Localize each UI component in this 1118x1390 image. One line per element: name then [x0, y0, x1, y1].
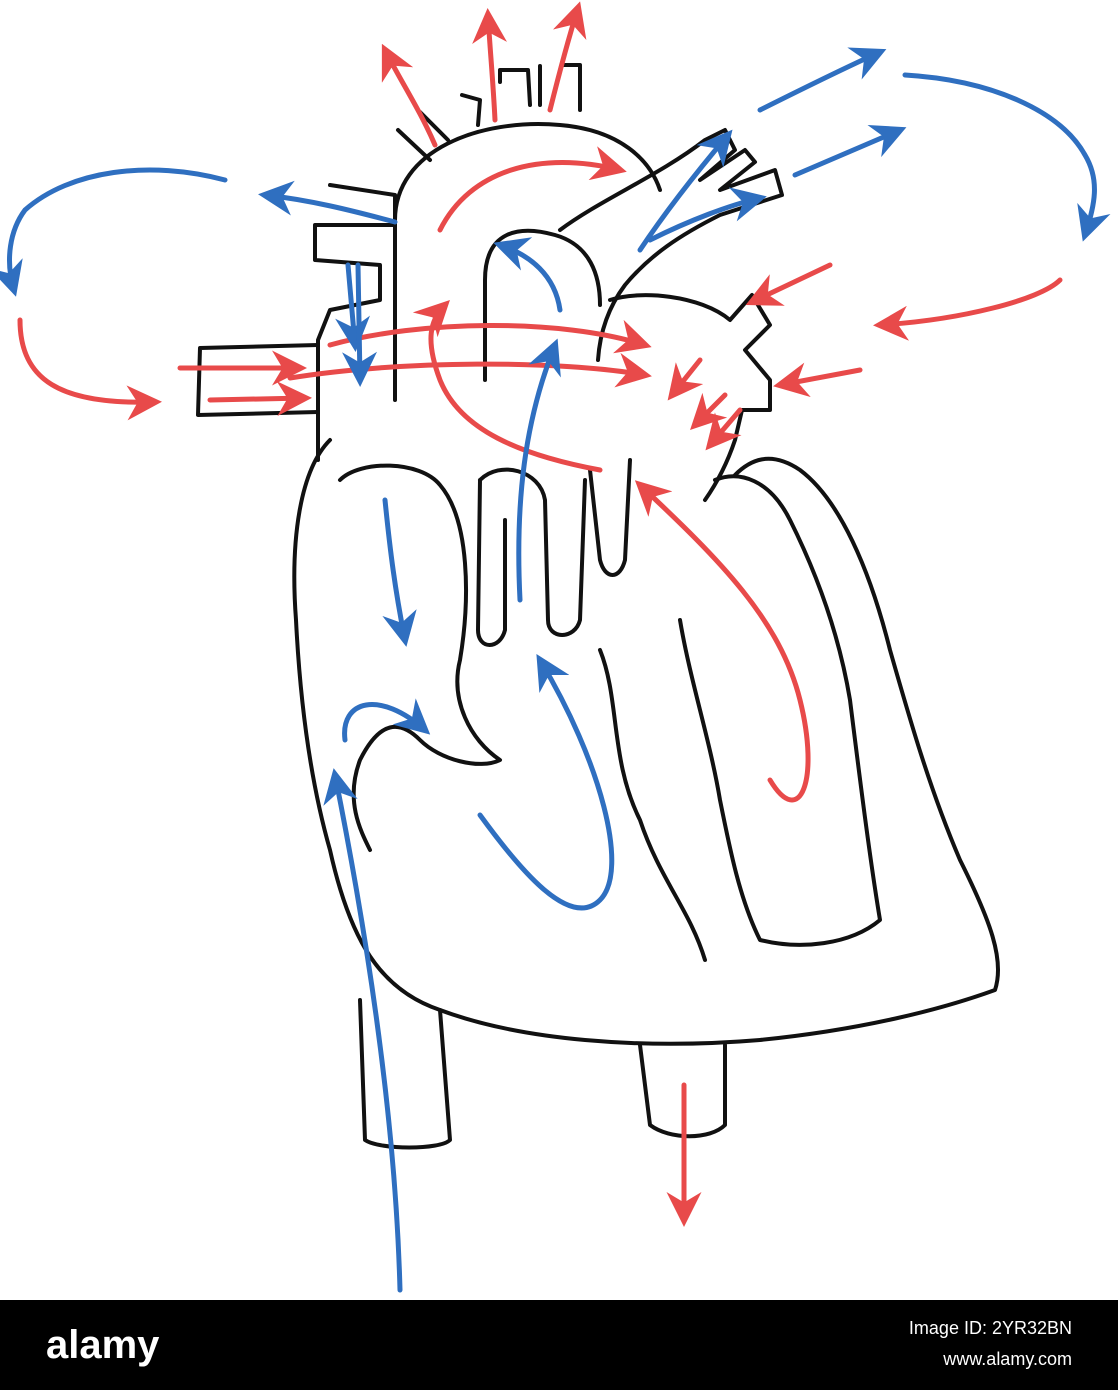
blue-arrow-svc-down-2 [342, 262, 378, 387]
red-arrow-la-2 [690, 392, 728, 430]
right-ventricle-chamber [338, 463, 502, 852]
heart-outline [196, 63, 1000, 1150]
arch-branches [396, 63, 582, 162]
septum [476, 458, 632, 647]
blue-arrow-pulmonary-2 [647, 187, 767, 243]
red-arrow-lv-loop [634, 480, 811, 803]
blue-arrow-to-lung-1 [757, 47, 887, 113]
red-arrow-cross-1 [327, 319, 652, 354]
image-id-text: Image ID: 2YR32BN [908, 1318, 1072, 1338]
descending-aorta [638, 1043, 727, 1139]
red-arrow-right-loop [873, 277, 1063, 341]
pulmonary-trunk [558, 128, 784, 362]
inferior-vena-cava [358, 998, 452, 1150]
left-atrium [608, 293, 772, 502]
superior-vena-cava [313, 183, 397, 462]
red-arrow-left-vein-2 [207, 381, 312, 417]
red-arrow-la-3 [705, 407, 743, 451]
red-arrow-la-1 [667, 357, 704, 401]
blue-arrow-ra-down [382, 497, 417, 647]
blue-arrow-right-loop [902, 72, 1111, 242]
red-arrow-aorta-up-1 [381, 43, 438, 148]
red-arrow-cross-2 [287, 352, 652, 388]
red-arrow-loop-return [412, 300, 603, 473]
heart-blood-flow-diagram [0, 1, 1111, 1293]
red-arrow-aorta-up-3 [547, 1, 587, 113]
footer-bar [0, 1300, 1118, 1390]
alamy-logo-mark: alamy [46, 1323, 160, 1367]
blue-arrow-rv-loop [477, 653, 615, 911]
heart-outer-wall [292, 438, 1000, 1046]
aortic-arch [393, 122, 662, 402]
deoxygenated-flow-arrows [0, 47, 1111, 1293]
left-side-vessels [196, 343, 320, 417]
red-arrow-right-vein-2 [773, 362, 863, 398]
blue-arrow-pulmonary-1 [637, 129, 733, 253]
red-arrow-aorta-up-2 [472, 8, 508, 123]
left-ventricle-wall [598, 474, 882, 962]
blue-arrow-valve-curl [342, 698, 431, 743]
blue-arrow-to-lung-2 [792, 124, 907, 178]
blue-arrow-up-septum [516, 338, 561, 603]
alamy-logo: alamy [46, 1316, 166, 1376]
oxygenated-flow-arrows [17, 1, 1063, 1227]
blue-arrow-svc-out [258, 180, 398, 225]
blue-arrow-ivc-up [323, 768, 403, 1293]
red-arrow-right-vein-1 [745, 262, 833, 306]
red-arrow-arch [437, 146, 627, 233]
svg-text:alamy: alamy [46, 1323, 160, 1367]
red-arrow-left-loop [17, 317, 162, 421]
blue-arrow-into-trunk [493, 237, 563, 313]
blue-arrow-left-loop [0, 167, 228, 297]
site-url-text: www.alamy.com [943, 1349, 1072, 1369]
blue-arrow-svc-down-1 [335, 262, 370, 352]
